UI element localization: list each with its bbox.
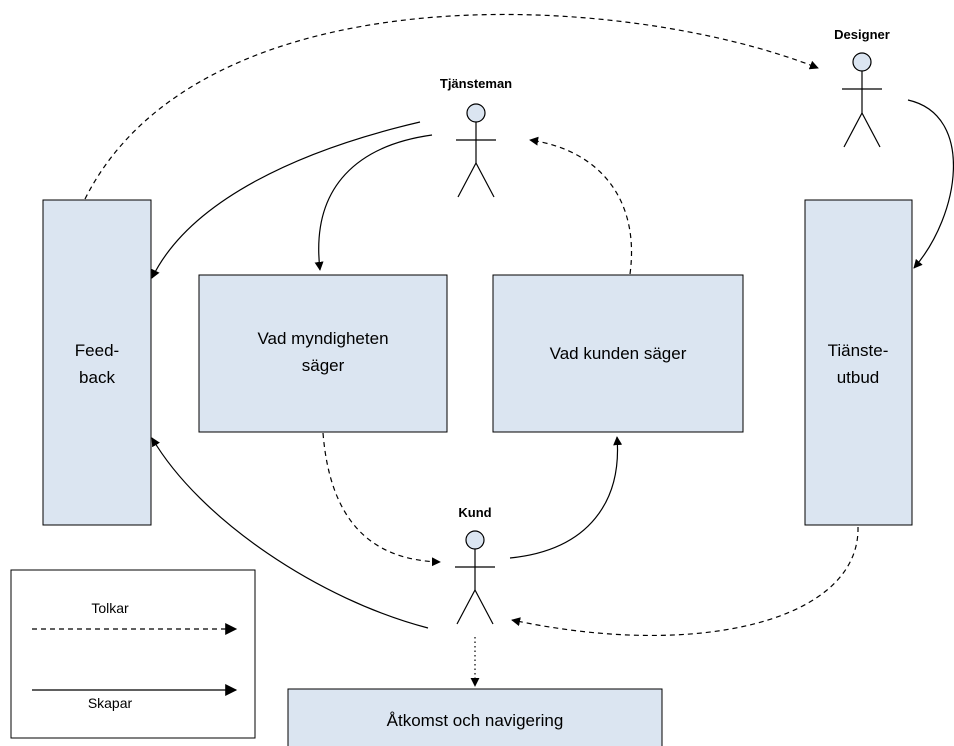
tjansteutbud-label-line2: utbud [837,368,880,387]
connector-feedback-to-designer [84,13,819,200]
kunden-label: Vad kunden säger [550,344,687,363]
kunden-box: Vad kunden säger [492,274,744,433]
connector-tjansteutbud-to-kund [511,526,859,637]
tjansteutbud-label-line1: Tiänste- [828,341,889,360]
designer-name: Designer [834,27,890,42]
kund-name: Kund [458,505,491,520]
legend-skapar-label: Skapar [88,695,133,711]
tjansteman-person-icon [456,103,496,198]
legend-tolkar-label: Tolkar [91,600,129,616]
feedback-label-line2: back [79,368,115,387]
myndighet-label-line1: Vad myndigheten [257,329,388,348]
connector-kund-to-kunden [509,436,623,559]
myndighet-label-line2: säger [302,356,345,375]
kund-actor: Kund [455,505,495,625]
feedback-label-line1: Feed- [75,341,119,360]
designer-person-icon [842,52,882,148]
connector-kunden-to-tjansteman [529,136,632,275]
connector-kund-to-feedback [151,437,429,629]
atkomst-box: Åtkomst och navigering [287,688,663,746]
feedback-box: Feed- back [42,199,152,526]
tjansteman-actor: Tjänsteman [440,76,512,198]
designer-actor: Designer [834,27,890,148]
tjansteutbud-box: Tiänste- utbud [804,199,913,526]
connector-designer-to-tjansteutbud [907,99,954,269]
legend-box: Tolkar Skapar [10,569,256,739]
connector-tjansteman-to-myndighet [314,134,433,271]
atkomst-label: Åtkomst och navigering [387,711,564,730]
connector-tjansteman-to-feedback [151,121,421,279]
myndighet-box: Vad myndigheten säger [198,274,448,433]
connector-myndighet-to-kund [322,432,441,567]
tjansteman-name: Tjänsteman [440,76,512,91]
kund-person-icon [455,530,495,625]
